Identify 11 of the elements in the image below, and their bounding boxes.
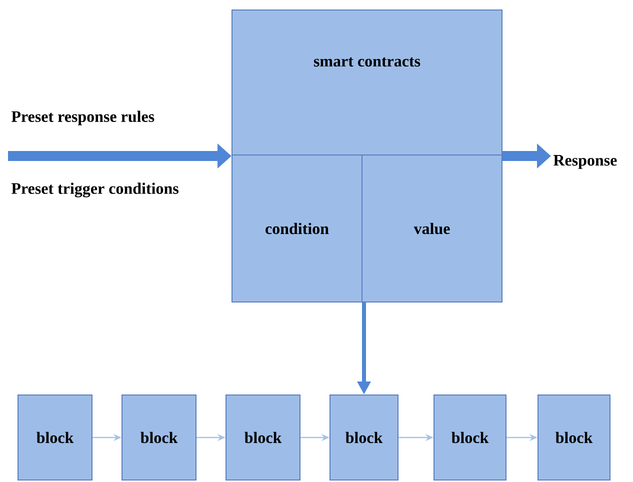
table-cell: value <box>362 154 502 302</box>
input-label: Preset trigger conditions <box>11 182 178 198</box>
block-box: block <box>18 394 92 480</box>
block-box: block <box>434 394 506 480</box>
block-box: block <box>330 394 398 480</box>
block-box: block <box>538 394 610 480</box>
block-box: block <box>226 394 300 480</box>
block-box: block <box>122 394 196 480</box>
output-text: Response <box>553 155 617 169</box>
table-cell: condition <box>232 154 362 302</box>
arrow-label: Preset response rules <box>11 110 154 126</box>
